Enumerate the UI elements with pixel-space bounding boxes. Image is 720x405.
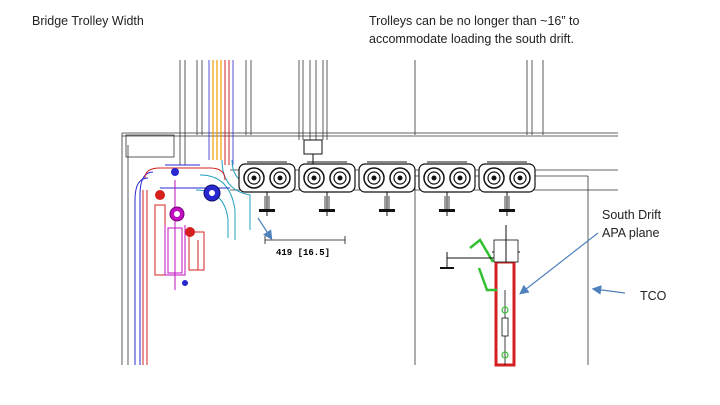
- dimension-arrow: [257, 217, 273, 241]
- trolley: [298, 161, 356, 216]
- pipe-bundle: [134, 60, 251, 365]
- dimension-label: 419 [16.5]: [276, 248, 330, 258]
- slide-title: Bridge Trolley Width: [32, 14, 144, 28]
- trolley-wheel: [269, 167, 291, 189]
- trolley-wheel: [363, 167, 385, 189]
- trolley-wheel: [303, 167, 325, 189]
- trolley-wheel: [243, 167, 265, 189]
- south-drift-arrow: [519, 232, 599, 295]
- trolley-group: [238, 161, 536, 216]
- trolley: [418, 161, 476, 216]
- trolley-note: Trolleys can be no longer than ~16” to a…: [369, 14, 580, 46]
- top-structure: [121, 60, 618, 365]
- tco-arrow: [591, 285, 626, 295]
- trolley-wheel: [423, 167, 445, 189]
- trolley: [238, 161, 296, 216]
- south-drift-label: South Drift APA plane: [602, 208, 662, 240]
- trolley-wheel: [483, 167, 505, 189]
- trolley-wheel: [389, 167, 411, 189]
- pipe-fittings: [155, 168, 221, 286]
- tco-label: TCO: [640, 289, 667, 303]
- south-drift-apa: [440, 225, 520, 367]
- trolley-wheel: [509, 167, 531, 189]
- trolley: [358, 161, 416, 216]
- trolley: [478, 161, 536, 216]
- trolley-wheel: [329, 167, 351, 189]
- dimension: 419 [16.5]: [264, 236, 346, 258]
- trolley-wheel: [449, 167, 471, 189]
